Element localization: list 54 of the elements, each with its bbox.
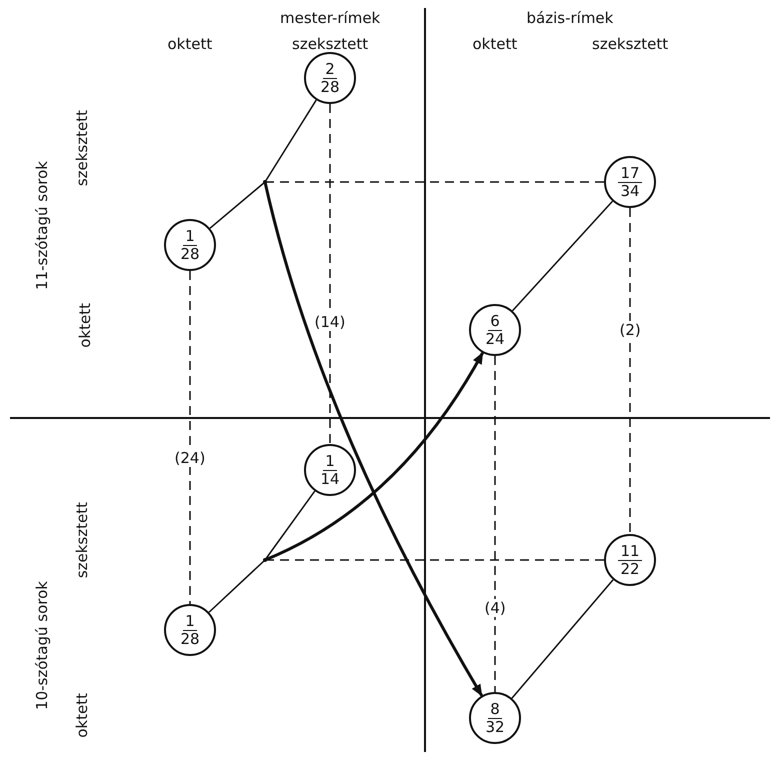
line-junction [263,180,267,184]
column-heading: szeksztett [292,35,368,53]
denominator-text: 22 [620,560,640,578]
fraction-circle [469,304,521,356]
denominator-text: 24 [485,330,505,348]
numerator-text: 8 [488,700,502,718]
row-heading: oktett [76,302,94,348]
denominator-text: 28 [320,78,340,96]
row-heading: 11-szótagú sorok [33,160,51,290]
numerator-text: 1 [323,452,337,470]
row-heading: szeksztett [73,110,91,186]
denominator-text: 32 [485,718,505,736]
denominator-text: 28 [180,246,200,262]
connector-line [209,181,266,229]
fraction-circle [469,692,521,744]
numerator-text: 1 [183,612,197,630]
numerator-text: 6 [488,312,502,330]
column-heading: oktett [472,35,518,53]
fraction-circle [164,219,216,271]
numerator-text: 17 [618,164,642,182]
dashed-line [265,181,604,183]
column-heading: oktett [168,35,212,53]
connector-line [264,100,317,182]
fraction-circle [304,52,356,104]
column-heading: bázis-rímek [526,9,614,27]
connector-line [208,559,266,613]
row-heading: szeksztett [73,502,91,578]
column-heading: mester-rímek [280,9,380,27]
arrow [264,352,484,562]
dashed-line [629,208,631,534]
numerator-text: 2 [323,60,337,78]
row-heading: oktett [73,692,91,738]
connector-line [264,490,316,560]
dashed-line [329,104,331,444]
column-heading: szeksztett [592,35,668,53]
line-junction [263,558,267,562]
fraction-circle [304,444,356,496]
fraction-circle [604,534,656,586]
edge-label: (24) [172,449,208,467]
denominator-text: 14 [320,470,340,488]
connector-line [511,579,614,699]
denominator-text: 28 [180,630,200,648]
row-heading: 10-szótagú sorok [33,580,51,710]
arrow [264,182,484,696]
edge-label: (14) [312,313,348,331]
dashed-line [494,356,496,692]
numerator-text: 11 [618,542,642,560]
denominator-text: 34 [620,182,640,200]
dashed-line [265,559,604,561]
fraction-circle [164,604,216,656]
fraction-circle [604,156,656,208]
numerator-text: 1 [183,228,197,246]
connector-line [512,200,614,312]
dashed-line [189,271,191,604]
